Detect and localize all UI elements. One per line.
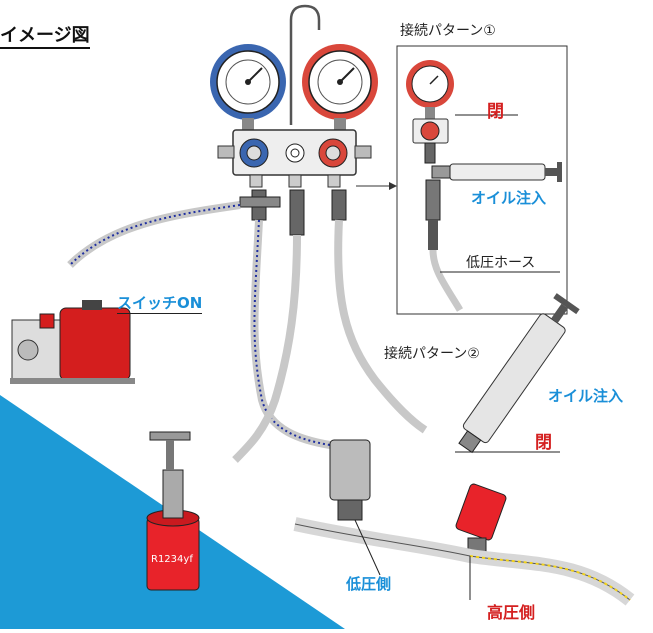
pattern1-hose-label: 低圧ホース (466, 255, 536, 271)
pattern1-title: 接続パターン① (400, 23, 496, 39)
can-label: R1234yf (151, 554, 193, 565)
manifold-fittings (239, 189, 347, 236)
hoses (67, 201, 428, 463)
pattern1-closed-label: 閉 (487, 102, 504, 122)
high-side-label: 高圧側 (487, 603, 536, 622)
pattern2-syringe (458, 293, 580, 454)
high-pressure-gauge (302, 44, 378, 130)
pattern1-hose (425, 179, 464, 312)
pattern2-closed-label: 閉 (535, 433, 552, 453)
pattern1-arrow (356, 182, 397, 190)
pattern1-gauge (406, 60, 454, 164)
manifold-body (217, 129, 372, 188)
vacuum-pump (10, 300, 135, 384)
low-side-coupler (329, 439, 371, 521)
refrigerant-can (146, 431, 200, 591)
low-pressure-gauge (210, 44, 286, 130)
pattern1-syringe (431, 162, 562, 182)
manifold-hook (289, 4, 321, 125)
pattern1-box (396, 45, 568, 315)
high-side-coupler (455, 483, 507, 557)
pump-switch-label: スイッチON (117, 294, 203, 314)
pattern1-oil-label: オイル注入 (471, 189, 547, 207)
pattern2-title: 接続パターン② (384, 346, 480, 362)
leader-lines (354, 114, 560, 600)
page-title: イメージ図 (0, 27, 90, 49)
pattern2-oil-label: オイル注入 (548, 387, 624, 405)
low-side-label: 低圧側 (346, 575, 392, 593)
